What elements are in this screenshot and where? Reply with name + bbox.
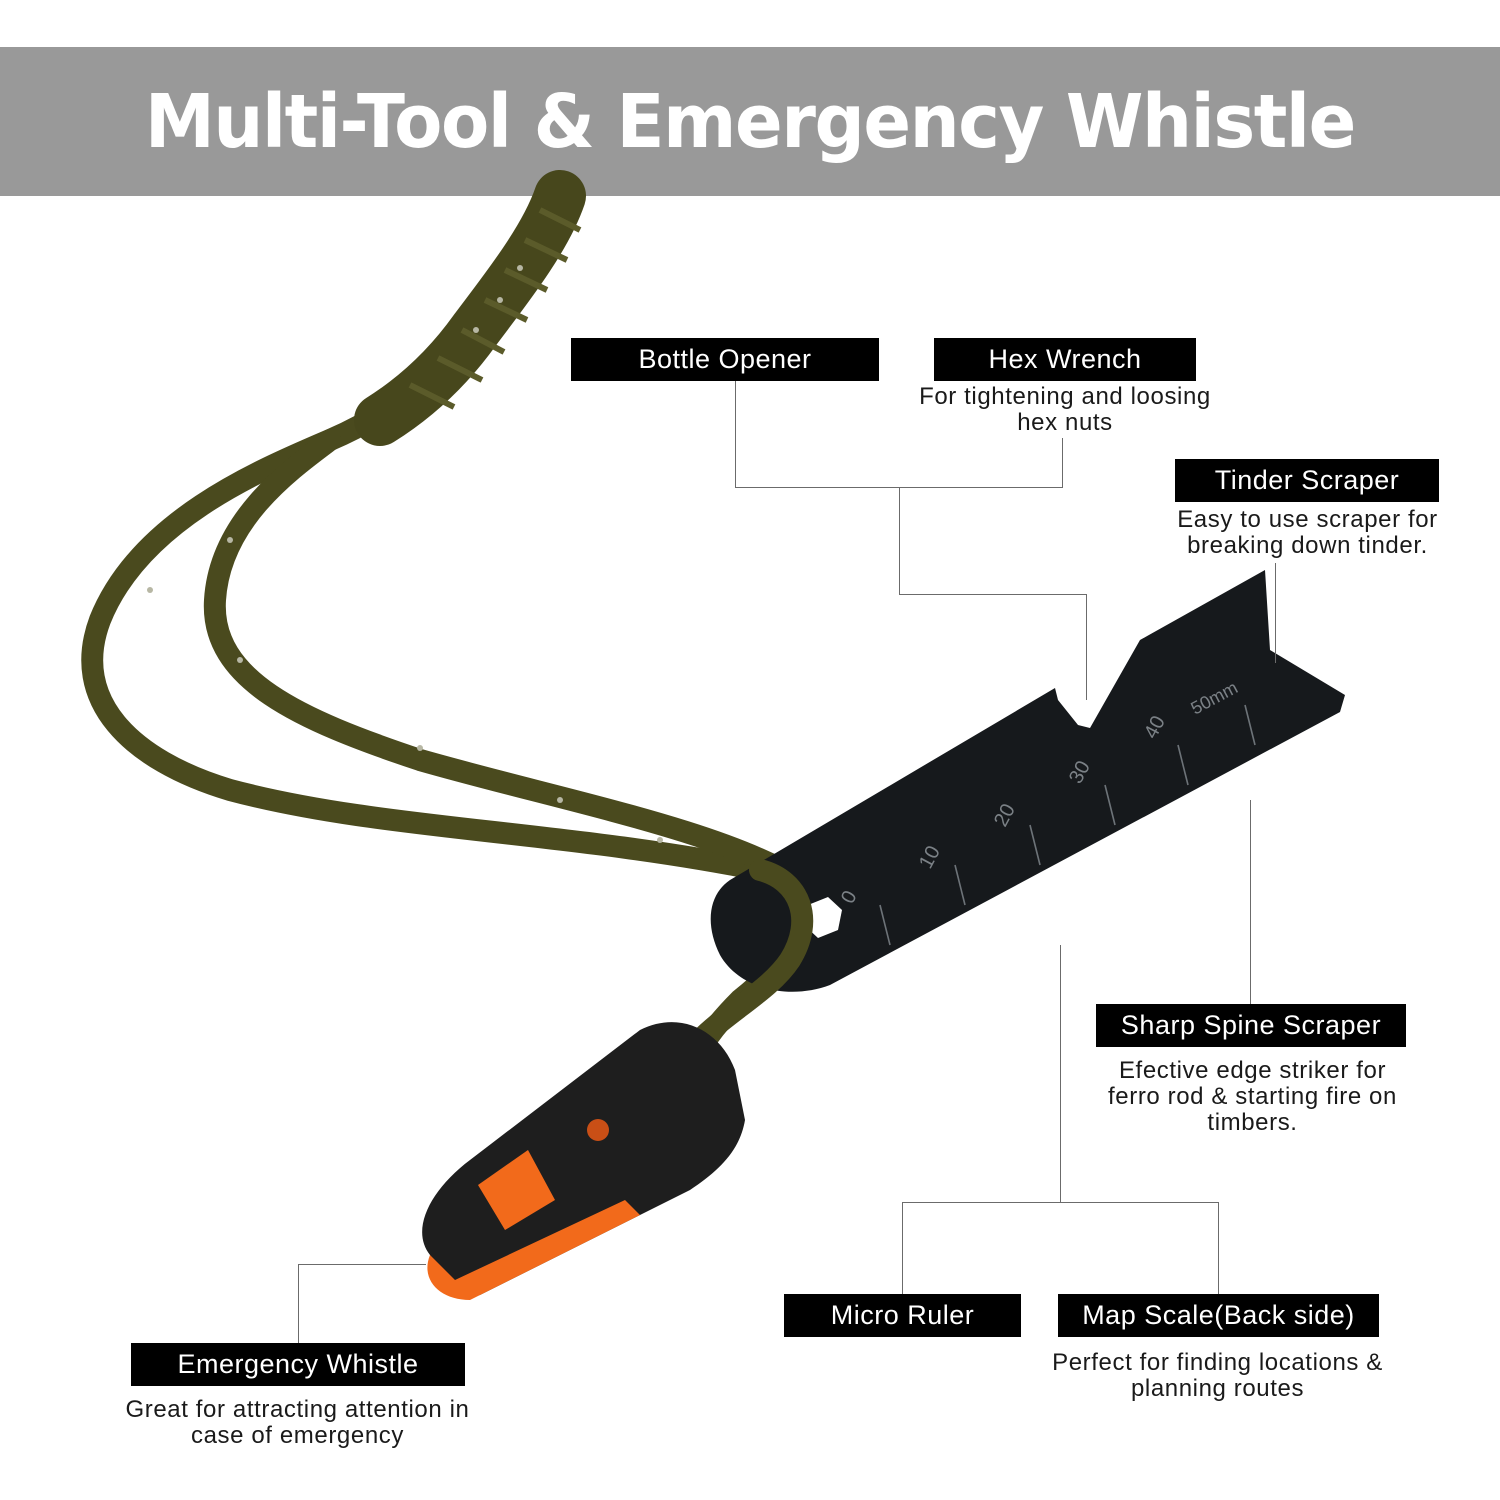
connector-micro-ruler	[902, 1202, 903, 1295]
emergency-whistle-label: Emergency Whistle	[131, 1343, 465, 1386]
connector-whistle-horizontal	[298, 1264, 426, 1265]
connector-top-stem	[899, 487, 900, 594]
title-banner: Multi-Tool & Emergency Whistle	[0, 47, 1500, 196]
ruler-ticks	[879, 704, 1256, 946]
map-scale-label: Map Scale(Back side)	[1058, 1294, 1379, 1337]
connector-map-scale	[1218, 1202, 1219, 1295]
hex-wrench-description: For tightening and loosing hex nuts	[919, 383, 1211, 436]
connector-bottom-horizontal	[902, 1202, 1219, 1203]
sharp-spine-scraper-description: Efective edge striker for ferro rod & st…	[1108, 1057, 1397, 1136]
multi-tool-card-icon: 0 10 20 30 40 50mm	[710, 570, 1345, 992]
connector-sharp-spine	[1250, 800, 1251, 1005]
connector-bottom-stem	[1060, 945, 1061, 1202]
connector-whistle-vertical	[298, 1264, 299, 1343]
paracord-lanyard-icon	[81, 170, 818, 1101]
tinder-scraper-label: Tinder Scraper	[1175, 459, 1439, 502]
connector-top-stem-2	[1086, 594, 1087, 700]
emergency-whistle-icon	[422, 1022, 745, 1300]
sharp-spine-scraper-label: Sharp Spine Scraper	[1096, 1004, 1406, 1047]
page-title: Multi-Tool & Emergency Whistle	[144, 78, 1356, 165]
micro-ruler-label: Micro Ruler	[784, 1294, 1021, 1337]
tinder-scraper-description: Easy to use scraper for breaking down ti…	[1177, 506, 1438, 559]
connector-bottle-opener	[735, 381, 736, 487]
map-scale-description: Perfect for finding locations & planning…	[1052, 1349, 1383, 1402]
connector-tinder-scraper	[1275, 563, 1276, 663]
emergency-whistle-description: Great for attracting attention in case o…	[125, 1396, 470, 1449]
connector-hex-wrench	[1062, 438, 1063, 487]
connector-top-horizontal-2	[899, 594, 1086, 595]
hex-wrench-label: Hex Wrench	[934, 338, 1196, 381]
bottle-opener-label: Bottle Opener	[571, 338, 879, 381]
